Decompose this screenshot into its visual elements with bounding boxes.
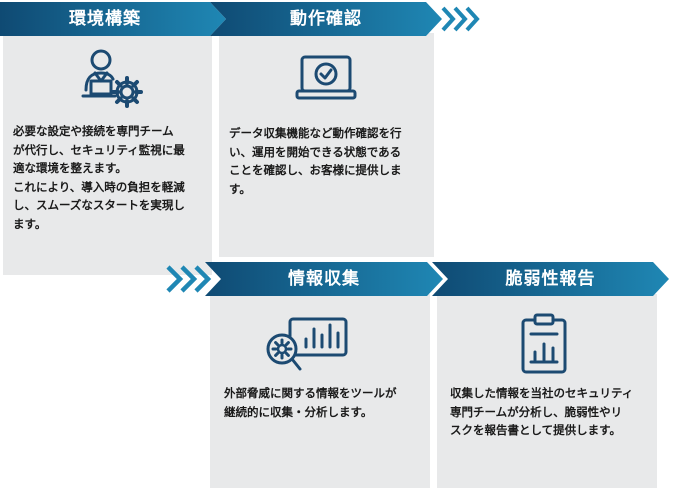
banner-shape <box>432 262 669 296</box>
step-description: 必要な設定や接続を専門チーム が代行し、セキュリティ監視に最 適な環境を整えます… <box>13 124 185 231</box>
step-banner-collection: 情報収集 <box>205 262 443 296</box>
step-card-collection <box>210 294 430 488</box>
chevron-right-icon <box>166 265 212 293</box>
step-title: 情報収集 <box>288 269 360 289</box>
step-description: データ収集機能など動作確認を行 い、運用を開始できる状態である ことを確認し、お… <box>229 126 402 196</box>
chevron-right-icon <box>441 6 480 32</box>
banner-shape <box>0 2 226 36</box>
step-description: 外部脅威に関する情報をツールが 継続的に収集・分析します。 <box>224 386 397 419</box>
step-title: 脆弱性報告 <box>505 269 596 289</box>
step-banner-verification: 動作確認 <box>210 2 442 36</box>
step-banner-report: 脆弱性報告 <box>432 262 669 296</box>
banner-shape <box>205 262 443 296</box>
laptop-check-icon <box>295 55 357 100</box>
step-title: 動作確認 <box>290 9 362 29</box>
step-description: 収集した情報を当社のセキュリティ 専門チームが分析し、脆弱性やリ スクを報告書と… <box>450 386 634 437</box>
person-gear-icon <box>81 49 143 108</box>
step-card-verification <box>219 33 434 257</box>
step-title: 環境構築 <box>69 9 141 29</box>
analytics-search-icon <box>266 317 348 371</box>
banner-shape <box>210 2 442 36</box>
step-banner-environment: 環境構築 <box>0 2 226 36</box>
clipboard-report-icon <box>521 313 567 374</box>
step-card-report <box>437 294 657 488</box>
